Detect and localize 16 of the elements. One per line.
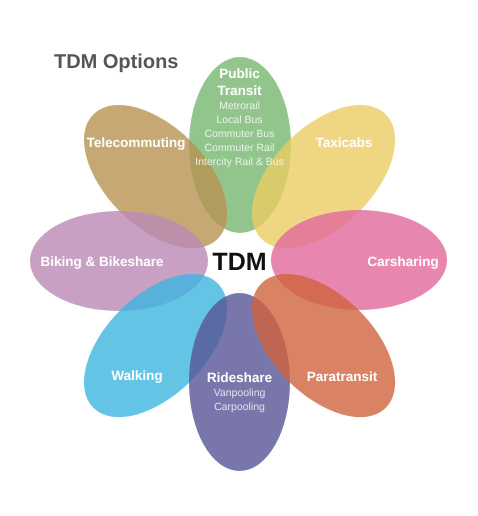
- petal-label: Biking & Bikeshare: [40, 252, 164, 270]
- petal-label: Public Transit: [217, 64, 262, 98]
- petal-label: Paratransit: [306, 368, 378, 386]
- petal-label: Telecommuting: [86, 134, 186, 152]
- sub-item-text: Vanpooling: [214, 386, 266, 400]
- sub-item-text: Commuter Rail: [204, 141, 274, 156]
- center-label: TDM: [212, 248, 267, 276]
- sub-item-text: Local Bus: [216, 112, 263, 127]
- sub-item-text: Carpooling: [214, 400, 265, 414]
- sub-item-text: Metrorail: [219, 98, 260, 113]
- title: TDM Options: [54, 50, 178, 74]
- petal-label: Carsharing: [367, 252, 439, 270]
- sub-item-text: Commuter Bus: [204, 126, 274, 142]
- petal-label: Rideshare: [206, 368, 272, 386]
- petal-label: Taxicabs: [316, 134, 372, 152]
- petal-label: Walking: [111, 367, 163, 384]
